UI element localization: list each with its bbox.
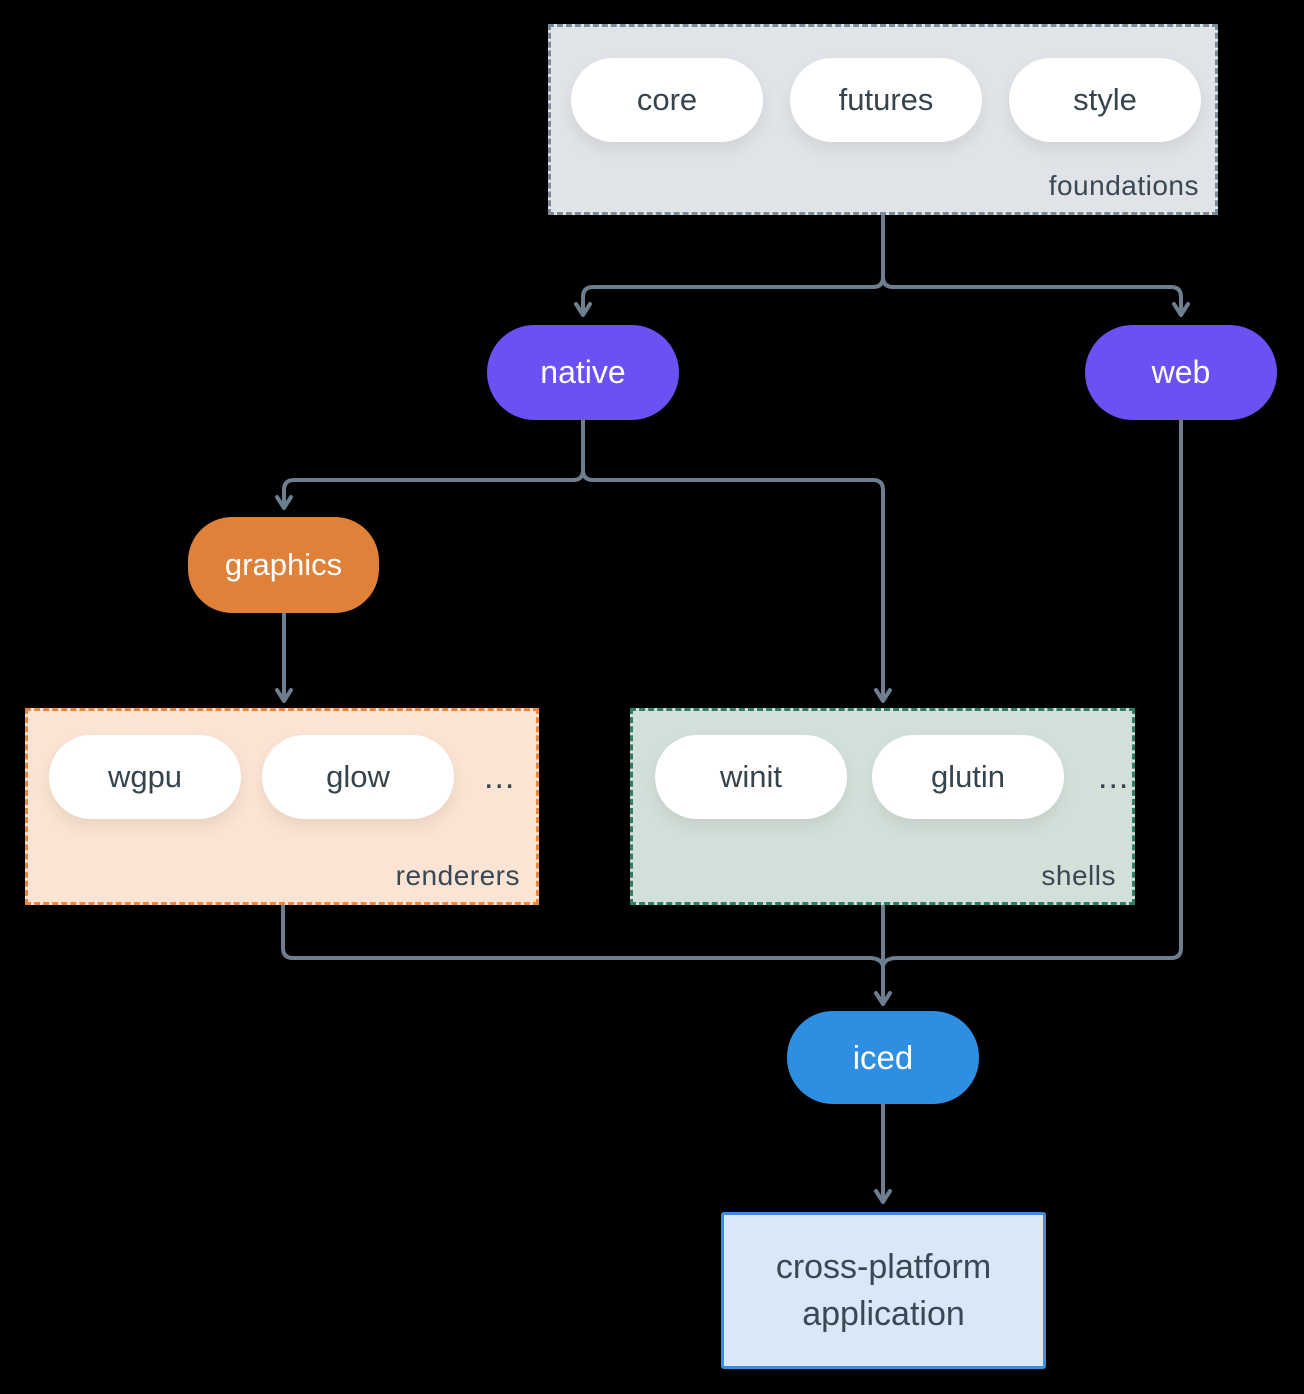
node-web-label: web	[1151, 354, 1211, 390]
renderers-group-label: renderers	[395, 860, 520, 891]
node-glutin-label: glutin	[930, 759, 1006, 794]
node-wgpu: wgpu	[49, 735, 241, 819]
application-label-line2: application	[802, 1294, 965, 1333]
node-web: web	[1085, 325, 1277, 420]
node-futures-label: futures	[838, 82, 934, 117]
node-style: style	[1009, 58, 1201, 142]
node-core: core	[571, 58, 763, 142]
edge-renderers-merge	[281, 905, 885, 967]
node-glutin: glutin	[872, 735, 1064, 819]
renderers-ellipsis: ...	[484, 757, 516, 796]
foundations-group: core futures style foundations	[548, 24, 1218, 215]
node-graphics: graphics	[188, 517, 379, 613]
node-winit: winit	[655, 735, 847, 819]
node-native-label: native	[540, 354, 626, 390]
edge-native-graphics	[275, 420, 585, 510]
application-label-line1: cross-platform	[775, 1247, 992, 1286]
node-glow: glow	[262, 735, 454, 819]
node-cross-platform-application: cross-platform application	[721, 1212, 1046, 1369]
node-iced: iced	[787, 1011, 979, 1104]
node-iced-label: iced	[852, 1038, 914, 1076]
shells-group-label: shells	[1041, 860, 1116, 891]
edge-native-shells	[581, 420, 892, 703]
node-futures: futures	[790, 58, 982, 142]
node-style-label: style	[1073, 82, 1137, 117]
node-native: native	[487, 325, 679, 420]
edge-foundations-web	[881, 215, 1190, 317]
node-wgpu-label: wgpu	[107, 759, 183, 794]
node-core-label: core	[636, 82, 698, 117]
foundations-group-label: foundations	[1048, 170, 1199, 201]
shells-ellipsis: ...	[1098, 757, 1130, 796]
node-winit-label: winit	[719, 759, 782, 794]
renderers-group: wgpu glow ... renderers	[25, 708, 539, 905]
edge-foundations-native	[574, 215, 885, 317]
shells-group: winit glutin ... shells	[630, 708, 1135, 905]
node-graphics-label: graphics	[224, 547, 343, 582]
node-glow-label: glow	[326, 759, 390, 794]
